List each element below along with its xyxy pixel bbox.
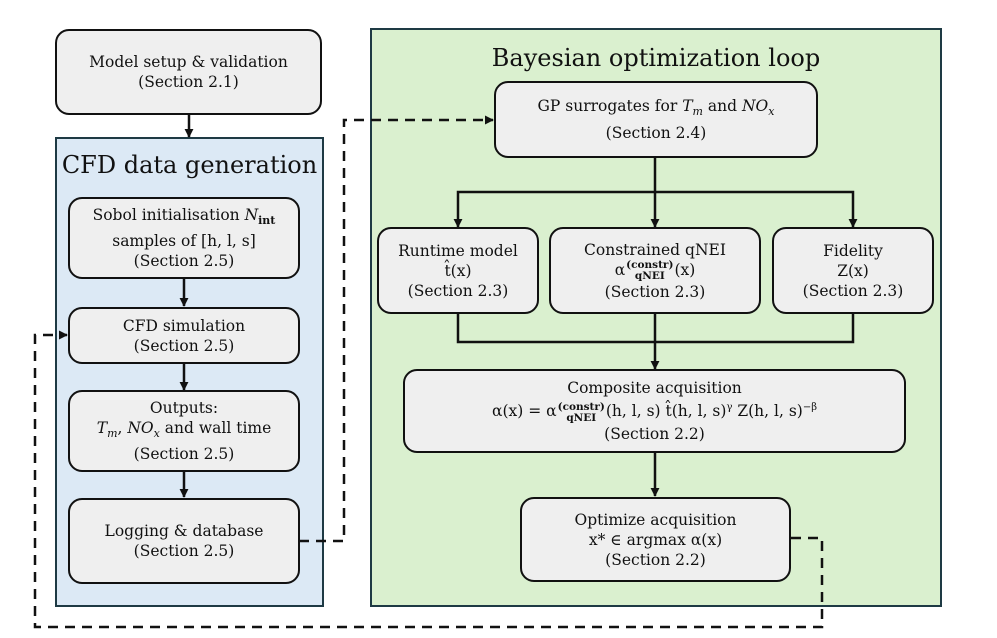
dashed-optimize-to-cfd [33,330,824,629]
cfd-simulation-box: CFD simulation (Section 2.5) [68,307,300,364]
optimize-section: (Section 2.2) [605,550,706,569]
arrow-gp-to-branches [453,158,657,228]
outputs-label: Outputs: [149,398,219,417]
sobol-section: (Section 2.5) [133,252,235,271]
sobol-line1: Sobol initialisation Nint [92,205,276,228]
composite-formula: α(x) = α(constr)qNEI(h, l, s) t̂(h, l, s… [491,400,817,424]
cfd-simulation-section: (Section 2.5) [133,336,235,355]
sobol-box: Sobol initialisation Nint samples of [h,… [68,197,300,279]
qnei-label: Constrained qNEI [584,240,726,259]
gp-section: (Section 2.4) [605,123,707,142]
fidelity-box: Fidelity Z(x) (Section 2.3) [772,227,934,314]
runtime-label: Runtime model [398,241,518,260]
model-setup-label: Model setup & validation [89,53,288,71]
outputs-box: Outputs: Tm, NOx and wall time (Section … [68,390,300,472]
composite-label: Composite acquisition [567,379,742,398]
dashed-logging-to-gp [299,115,494,543]
qnei-formula: α(constr)qNEI(x) [614,258,696,282]
qnei-section: (Section 2.3) [604,282,706,301]
model-setup-box: Model setup & validation (Section 2.1) [55,29,322,115]
logging-box: Logging & database (Section 2.5) [68,498,300,584]
optimize-formula: x* ∈ argmax α(x) [588,530,723,549]
runtime-formula: t̂(x) [444,261,472,280]
gp-line1: GP surrogates for Tm and NOx [537,97,775,119]
fidelity-section: (Section 2.3) [802,281,904,300]
bo-panel-title: Bayesian optimization loop [491,44,821,72]
arrow-gp-to-fidelity [655,190,858,228]
sobol-line2: samples of [h, l, s] [112,232,256,251]
fidelity-formula: Z(x) [837,261,869,280]
outputs-section: (Section 2.5) [133,445,235,464]
runtime-model-box: Runtime model t̂(x) (Section 2.3) [377,227,539,314]
runtime-section: (Section 2.3) [407,281,509,300]
outputs-line2: Tm, NOx and wall time [96,418,272,441]
cfd-panel-title: CFD data generation [61,151,318,179]
constrained-qnei-box: Constrained qNEI α(constr)qNEI(x) (Secti… [549,227,761,314]
model-setup-section: (Section 2.1) [138,73,239,91]
cfd-simulation-label: CFD simulation [122,316,246,335]
logging-label: Logging & database [104,522,264,540]
arrow-merge-runtime [456,314,655,344]
fidelity-label: Fidelity [823,241,883,260]
optimize-label: Optimize acquisition [574,510,737,529]
gp-surrogates-box: GP surrogates for Tm and NOx (Section 2.… [494,81,818,158]
composite-section: (Section 2.2) [604,424,705,443]
arrow-merge-fidelity [655,314,855,344]
logging-section: (Section 2.5) [133,542,235,560]
optimize-acquisition-box: Optimize acquisition x* ∈ argmax α(x) (S… [520,497,791,582]
composite-acquisition-box: Composite acquisition α(x) = α(constr)qN… [403,369,906,453]
